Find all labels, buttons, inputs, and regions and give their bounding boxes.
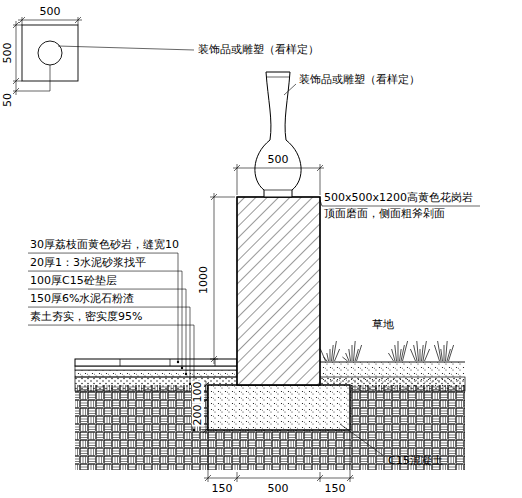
grass-blade xyxy=(357,345,362,361)
dimension-text: 500 xyxy=(2,43,14,64)
grass-blade xyxy=(438,341,441,361)
grass-blade xyxy=(392,349,395,361)
grass-blade xyxy=(420,349,421,361)
plan-dimensions xyxy=(13,17,82,95)
grass-blade xyxy=(425,349,430,361)
leader-line xyxy=(28,253,178,362)
layer-note: 30厚荔枝面黄色砂岩，缝宽10 xyxy=(30,239,179,251)
dimension-text: 150 xyxy=(325,483,346,495)
layer-note: 150厚6%水泥石粉渣 xyxy=(30,293,134,305)
dimension-text: 1000 xyxy=(198,266,210,294)
leader-dot xyxy=(181,367,183,369)
grass-blade xyxy=(444,345,445,361)
dimension-line xyxy=(204,430,354,482)
grass-blade xyxy=(414,345,417,361)
dimension-text: 500 xyxy=(39,6,62,18)
dimension-text: 150 xyxy=(212,483,233,495)
grass-blade xyxy=(355,349,358,361)
leader-dot xyxy=(177,361,179,363)
grass-blade xyxy=(398,341,399,361)
grass-blade xyxy=(441,349,443,361)
grass-surface xyxy=(320,362,465,363)
layer-leaders xyxy=(28,253,195,431)
grass-blade xyxy=(354,341,356,361)
grass-blade xyxy=(446,341,448,361)
dimension-text: 100 xyxy=(192,381,204,404)
grass-blade xyxy=(330,349,331,361)
leader-dot xyxy=(189,383,191,385)
layer-note: 素土夯实，密实度95% xyxy=(30,311,142,323)
grass-blade xyxy=(335,349,340,361)
rammed-soil xyxy=(75,385,465,470)
dimension-text: 500 xyxy=(267,154,290,166)
leader-dot xyxy=(193,429,195,431)
dimension-line xyxy=(210,193,235,364)
grass-blade xyxy=(447,349,450,361)
vase-sculpture xyxy=(255,72,301,197)
grass-blade xyxy=(346,353,349,361)
dimension-text: 50 xyxy=(2,93,14,107)
plan-circle xyxy=(38,41,62,65)
leader-line xyxy=(28,271,182,368)
grass-blade xyxy=(352,345,353,361)
grass-blade xyxy=(449,345,454,361)
layer-note: 20厚1：3水泥砂浆找平 xyxy=(30,257,146,269)
concrete-cushion xyxy=(75,370,237,377)
material-note: C15混凝土 xyxy=(388,455,443,467)
grass-blade xyxy=(349,349,351,361)
grass-blade xyxy=(403,341,408,361)
grass-tufts xyxy=(320,341,453,361)
grass-label: 草地 xyxy=(372,319,394,331)
callout-text: 装饰品或雕塑（看样定） xyxy=(198,44,319,56)
mortar-layer xyxy=(75,366,237,370)
leader-line xyxy=(58,46,194,50)
leader-line xyxy=(28,289,186,374)
leader-line xyxy=(28,307,190,384)
leader-dot xyxy=(185,373,187,375)
grass-blade xyxy=(327,353,329,361)
granite-pillar xyxy=(237,197,320,385)
grass-blade xyxy=(422,345,424,361)
grass-blade xyxy=(320,349,325,361)
grass-blade xyxy=(395,345,397,361)
material-note: 500x500x1200高黄色花岗岩 xyxy=(324,192,473,204)
leader-line xyxy=(284,84,296,95)
dimension-text: 500 xyxy=(268,483,289,495)
material-note: 顶面磨面，侧面粗斧剁面 xyxy=(324,208,445,220)
grass-blade xyxy=(400,349,402,361)
leader-line xyxy=(340,424,384,456)
grass-blade xyxy=(324,357,327,361)
grass-blade xyxy=(332,345,334,361)
paving-joints xyxy=(120,359,215,366)
leader-line xyxy=(28,325,194,430)
grass-blade xyxy=(342,357,347,361)
grass-blade xyxy=(401,345,404,361)
dimension-line xyxy=(233,164,324,195)
callout-text: 装饰品或雕塑（看样定） xyxy=(299,74,420,86)
c15-footing xyxy=(208,385,350,430)
layer-note: 100厚C15砼垫层 xyxy=(30,275,117,287)
grass-blade xyxy=(417,341,419,361)
dimension-text: 200 xyxy=(192,404,204,427)
